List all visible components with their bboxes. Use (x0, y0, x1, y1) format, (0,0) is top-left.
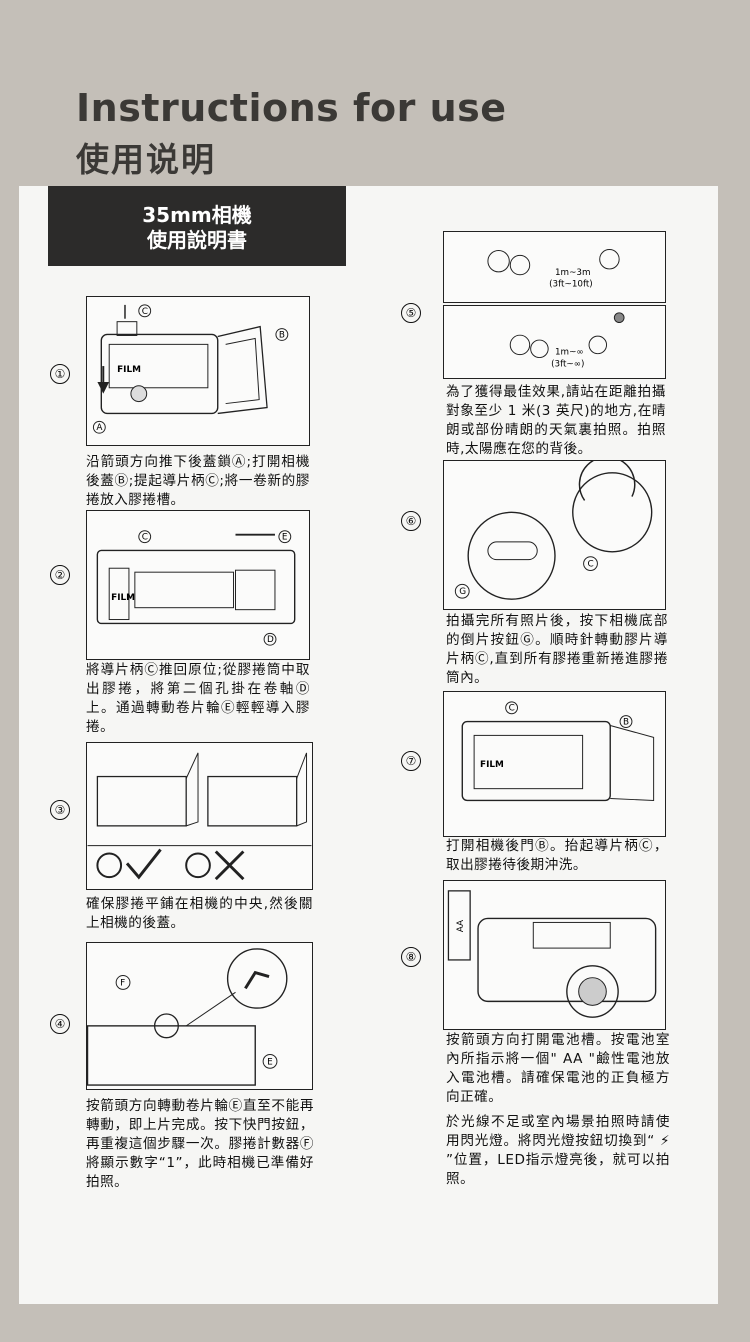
figure-step-7: FILM C B (443, 691, 666, 837)
svg-text:B: B (623, 718, 629, 728)
svg-text:D: D (267, 635, 274, 645)
step-4-text: 按箭頭方向轉動卷片輪Ⓔ直至不能再轉動，即上片完成。按下快門按鈕，再重複這個步驟一… (86, 1098, 314, 1190)
step-6-text: 拍攝完所有照片後，按下相機底部的倒片按鈕Ⓖ。順時針轉動膠片導片柄Ⓒ,直到所有膠捲… (446, 613, 668, 686)
step-number-2: ② (50, 565, 70, 585)
film-alignment-illustration (87, 752, 312, 881)
svg-text:FILM: FILM (111, 593, 135, 603)
figure-step-3 (86, 742, 313, 890)
landscape-distance-illustration: 1m~∞ (3ft~∞) (509, 312, 625, 369)
step-7-text: 打開相機後門Ⓑ。抬起導片柄Ⓒ，取出膠捲待後期沖洗。 (446, 838, 668, 873)
svg-text:FILM: FILM (480, 760, 504, 770)
figure-step-8: AA (443, 880, 666, 1030)
rewind-illustration: G C (454, 461, 653, 600)
film-label: FILM (117, 365, 141, 375)
figure-step-5-near: 1m~3m (3ft~10ft) (443, 231, 666, 303)
figure-step-6: G C (443, 460, 666, 610)
step-number-1: ① (50, 364, 70, 384)
label-c: C (142, 307, 148, 317)
figure-step-5-far: 1m~∞ (3ft~∞) (443, 305, 666, 379)
banner-line-1: 35mm相機 (142, 203, 252, 227)
step-number-7: ⑦ (401, 751, 421, 771)
svg-text:AA: AA (456, 920, 466, 932)
svg-text:E: E (267, 1057, 273, 1067)
step-number-3: ③ (50, 800, 70, 820)
figure-step-1: FILM C B A (86, 296, 310, 446)
svg-text:1m~∞: 1m~∞ (555, 348, 584, 358)
manual-banner: 35mm相機 使用說明書 (48, 186, 346, 266)
flash-note-text: 於光線不足或室內場景拍照時請使用閃光燈。將閃光燈按鈕切換到“ ⚡ ”位置，LED… (446, 1114, 670, 1187)
film-loading-illustration: FILM C E D (96, 530, 296, 646)
step-2-text: 將導片柄Ⓒ推回原位;從膠捲筒中取出膠捲，將第二個孔掛在卷軸Ⓓ上。通過轉動卷片輪Ⓔ… (86, 662, 310, 735)
svg-text:G: G (459, 587, 466, 597)
label-a: A (96, 423, 102, 433)
banner-line-2: 使用說明書 (147, 228, 247, 252)
step-5-text: 為了獲得最佳效果,請站在距離拍攝對象至少 1 米(3 英尺)的地方,在晴朗或部份… (446, 384, 666, 457)
svg-text:F: F (120, 978, 125, 988)
figure-step-4: F E (86, 942, 313, 1090)
step-8-text: 按箭頭方向打開電池槽。按電池室內所指示將一個" AA "鹼性電池放入電池槽。請確… (446, 1032, 670, 1105)
svg-text:1m~3m: 1m~3m (555, 268, 591, 278)
svg-text:C: C (509, 704, 515, 714)
title-english: Instructions for use (76, 86, 507, 130)
svg-text:C: C (142, 533, 148, 543)
step-1-text: 沿箭頭方向推下後蓋鎖Ⓐ;打開相機後蓋Ⓑ;提起導片柄Ⓒ;將一卷新的膠捲放入膠捲槽。 (86, 454, 310, 508)
figure-step-2: FILM C E D (86, 510, 310, 660)
svg-text:C: C (588, 560, 594, 570)
step-number-4: ④ (50, 1014, 70, 1034)
film-advance-illustration: F E (87, 948, 288, 1086)
camera-open-back-illustration: FILM C B A (92, 304, 289, 434)
title-chinese: 使用说明 (76, 140, 216, 179)
portrait-distance-illustration: 1m~3m (3ft~10ft) (487, 249, 620, 289)
step-number-5: ⑤ (401, 303, 421, 323)
step-number-6: ⑥ (401, 511, 421, 531)
svg-text:E: E (282, 533, 288, 543)
label-b: B (279, 330, 285, 340)
step-3-text: 確保膠捲平鋪在相機的中央,然後關上相機的後蓋。 (86, 896, 313, 931)
svg-text:(3ft~10ft): (3ft~10ft) (549, 279, 593, 289)
svg-text:(3ft~∞): (3ft~∞) (551, 359, 584, 369)
step-number-8: ⑧ (401, 947, 421, 967)
battery-compartment-illustration: AA (447, 890, 657, 1018)
film-removal-illustration: FILM C B (461, 701, 655, 802)
